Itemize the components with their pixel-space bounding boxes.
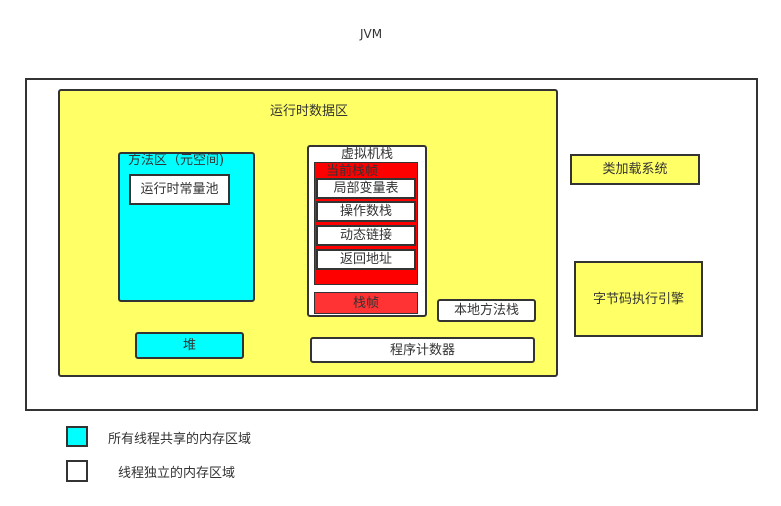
class-loader-system: 类加载系统 [570, 154, 700, 185]
heap: 堆 [135, 332, 244, 359]
stack-frame: 栈帧 [314, 292, 418, 314]
legend-shared-swatch [66, 426, 88, 447]
program-counter-label: 程序计数器 [389, 342, 455, 358]
bytecode-execution-engine: 字节码执行引擎 [574, 261, 703, 337]
legend-shared-label: 所有线程共享的内存区域 [108, 432, 252, 447]
dynamic-linking-label: 动态链接 [339, 228, 392, 243]
program-counter: 程序计数器 [310, 337, 535, 363]
legend-private-label: 线程独立的内存区域 [118, 466, 236, 481]
return-address-label: 返回地址 [339, 252, 392, 267]
runtime-constant-pool: 运行时常量池 [129, 174, 230, 205]
native-method-stack-label: 本地方法栈 [453, 303, 519, 318]
runtime-constant-pool-label: 运行时常量池 [140, 182, 219, 197]
local-variable-table: 局部变量表 [316, 178, 416, 199]
runtime-data-area-label: 运行时数据区 [270, 104, 349, 119]
heap-label: 堆 [182, 338, 196, 353]
vm-stack-label: 虚拟机栈 [341, 147, 394, 162]
dynamic-linking: 动态链接 [316, 225, 416, 246]
diagram-title: JVM [360, 27, 383, 41]
legend-private-swatch [66, 460, 88, 482]
native-method-stack: 本地方法栈 [437, 299, 536, 322]
stack-frame-label: 栈帧 [352, 295, 379, 311]
return-address: 返回地址 [316, 249, 416, 270]
method-area-label: 方法区（元空间) [128, 153, 225, 168]
operand-stack-label: 操作数栈 [339, 204, 392, 219]
current-stack-frame-label: 当前栈帧 [326, 164, 379, 179]
class-loader-system-label: 类加载系统 [602, 162, 668, 177]
local-variable-table-label: 局部变量表 [333, 181, 399, 196]
bytecode-execution-engine-label: 字节码执行引擎 [592, 291, 684, 307]
operand-stack: 操作数栈 [316, 201, 416, 222]
jvm-container [25, 78, 758, 411]
